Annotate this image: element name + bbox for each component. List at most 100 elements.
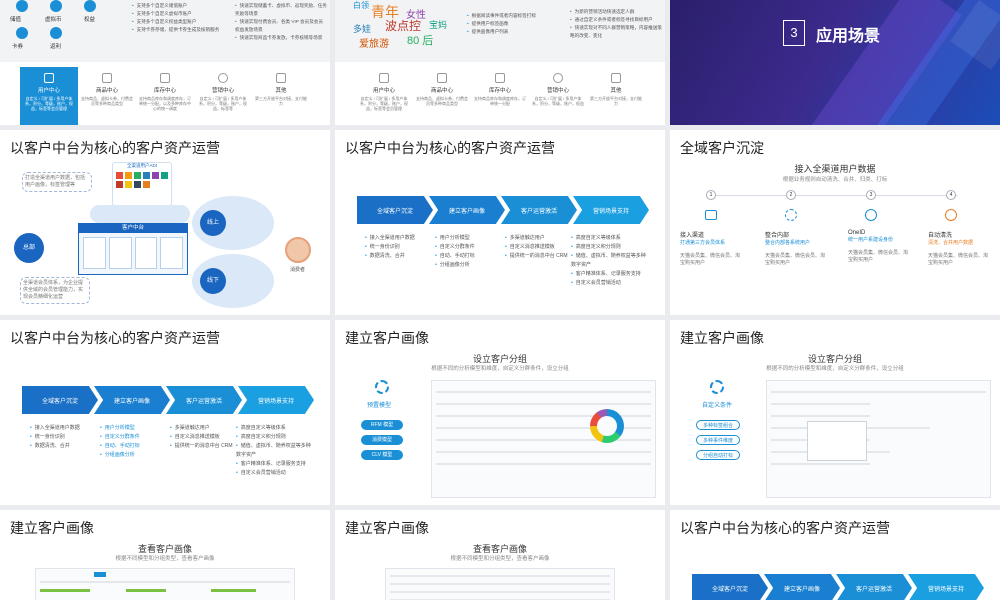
slide-title: 建立客户画像 bbox=[680, 330, 764, 346]
tab-marketing-center[interactable]: 营销中心 自定义 / 可扩展 / 多用户体系，积分，等级，账户，权益，标签等 bbox=[194, 67, 252, 125]
card: 自动清洗 清洗、合并用户数据 天猫会员集、微信会员、淘宝购买用户 bbox=[928, 233, 989, 266]
step-bullets: 用户分析模型自定义分群条件自动、手动打标分组画像分析 bbox=[100, 424, 168, 460]
model-pill[interactable]: 消费模型 bbox=[361, 435, 403, 445]
slide-2[interactable]: 白领 青年 女性 多娃 波点控 宝妈 爱旅游 80 后 根据阅读事件或者内容标签… bbox=[335, 0, 665, 125]
tab-other[interactable]: 其他 第三方开放平台对接，支付能力 bbox=[252, 67, 310, 125]
slide-1[interactable]: 储值 虚拟币 权益 卡券 返利 支持多个自定义储值账户支持多个自定义虚拟币账户支… bbox=[0, 0, 330, 125]
note-top: 打造全渠道用户数据，包括用户画像，标签管理等 bbox=[22, 172, 92, 192]
step-bullets: 接入全渠道用户数据统一身份识别数据清洗、合并 bbox=[365, 234, 433, 261]
step-number: 4 bbox=[946, 190, 956, 200]
card: OneID 统一用户系建设身份 天猫会员集、微信会员、淘宝购买用户 bbox=[848, 230, 909, 263]
step-bullets: 高度自定义等级体系高度自定义积分规则储值、虚拟币、随养权益等多种数字资产客户精准… bbox=[571, 234, 649, 288]
step-chevrons: 全域客户沉淀 建立客户画像 客户运营激活 营销场景支持 bbox=[357, 196, 649, 224]
user-icon bbox=[379, 73, 389, 83]
tab-inventory-center[interactable]: 库存中心 支持商品库存和调度库存，订单统一分配 bbox=[471, 67, 529, 125]
card: 接入渠道 打通第三方会员体系 天猫会员集、微信会员、淘宝购买用户 bbox=[680, 233, 741, 266]
product-icon bbox=[437, 73, 447, 83]
section-head: 接入全渠道用户数据 bbox=[794, 164, 876, 174]
tab-marketing-center[interactable]: 营销中心 自定义 / 可扩展 / 多用户体系，积分，等级，账户，权益 bbox=[529, 67, 587, 125]
rebate-icon bbox=[50, 27, 62, 39]
step-chevron[interactable]: 全域客户沉淀 bbox=[692, 574, 768, 600]
step-bullets: 多渠道触达用户自定义消息推送模板提供统一的消息中台 CRM bbox=[170, 424, 240, 451]
cloud-bar bbox=[90, 205, 190, 223]
channel-icon bbox=[705, 210, 717, 220]
item-label: 权益 bbox=[84, 17, 96, 23]
slide-10[interactable]: 建立客户画像 查看客户画像 根据不同模型和分组类型，查看客户画像 bbox=[0, 510, 330, 600]
consumer-label: 消费者 bbox=[290, 267, 306, 273]
step-chevron[interactable]: 营销场景支持 bbox=[238, 386, 314, 414]
tab-product-center[interactable]: 商品中心 支持商品、虚拟卡券，付费会员等多种商品类型 bbox=[413, 67, 471, 125]
model-pill[interactable]: CLV 模型 bbox=[361, 450, 403, 460]
step-chevron[interactable]: 建立客户画像 bbox=[94, 386, 170, 414]
slide-8[interactable]: 建立客户画像 设立客户分组 根据不同的分析模型和维度，自定义分群条件，设立分组 … bbox=[335, 320, 665, 505]
tab-user-center[interactable]: 用户中心 自定义 / 可扩展 / 多用户体系，积分，等级，账户，权益，标签等会员… bbox=[20, 67, 78, 125]
marketing-icon bbox=[553, 73, 563, 83]
step-chevron[interactable]: 营销场景支持 bbox=[573, 196, 649, 224]
slide-3-section-cover[interactable]: 3 应用场景 bbox=[670, 0, 1000, 125]
side-label: 预置模型 bbox=[367, 403, 392, 409]
slide-5[interactable]: 以客户中台为核心的客户资产运营 全域客户沉淀 建立客户画像 客户运营激活 营销场… bbox=[335, 130, 665, 315]
scenario-list: 快速实现储蓄卡、虚拟币、返现奖励、任务奖励等场景快速实现付费会员、各类 VIP … bbox=[235, 2, 327, 42]
step-chevron[interactable]: 客户运营激活 bbox=[166, 386, 242, 414]
slide-9[interactable]: 建立客户画像 设立客户分组 根据不同的分析模型和维度，自定义分群条件，设立分组 … bbox=[670, 320, 1000, 505]
tab-desc: 自定义 / 可扩展 / 多用户体系，积分，等级，账户，权益，标签等会员管理 bbox=[25, 96, 73, 111]
tab-desc: 自定义 / 可扩展 / 多用户体系，积分，等级，账户，权益，标签等 bbox=[199, 96, 247, 111]
slide-11[interactable]: 建立客户画像 查看客户画像 根据不同模型和分组类型，查看客户画像 bbox=[335, 510, 665, 600]
step-chevron[interactable]: 客户运营激活 bbox=[501, 196, 577, 224]
tab-product-center[interactable]: 商品中心 支持商品、虚拟卡券，付费会员等多种商品类型 bbox=[78, 67, 136, 125]
tab-label: 营销中心 bbox=[546, 88, 569, 94]
step-bullets: 接入全渠道用户数据统一身份识别数据清洗、合并 bbox=[30, 424, 98, 451]
step-bullets: 用户分析模型自定义分群条件自动、手动打标分组画像分析 bbox=[435, 234, 503, 270]
condition-pill[interactable]: 多种标签组合 bbox=[696, 420, 740, 430]
step-chevron[interactable]: 建立客户画像 bbox=[429, 196, 505, 224]
model-pill[interactable]: RFM 模型 bbox=[361, 420, 403, 430]
rights-icon bbox=[84, 0, 96, 12]
step-chevron[interactable]: 客户运营激活 bbox=[836, 574, 912, 600]
step-chevrons: 全域客户沉淀 建立客户画像 客户运营激活 营销场景支持 bbox=[22, 386, 314, 414]
slide-7[interactable]: 以客户中台为核心的客户资产运营 全域客户沉淀 建立客户画像 客户运营激活 营销场… bbox=[0, 320, 330, 505]
channel-box: 全渠道用户ADI bbox=[112, 162, 172, 206]
step-chevron[interactable]: 全域客户沉淀 bbox=[22, 386, 98, 414]
tab-desc: 自定义 / 可扩展 / 多用户体系，积分，等级，账户，权益，标签等会员管理 bbox=[360, 96, 408, 111]
tab-desc: 支持商品库存和调度库存，订单统一分配 bbox=[474, 96, 526, 106]
clean-icon bbox=[945, 209, 957, 221]
tab-label: 用户中心 bbox=[372, 88, 395, 94]
tab-other[interactable]: 其他 第三方开放平台对接，支付能力 bbox=[587, 67, 645, 125]
stored-value-icon bbox=[16, 0, 28, 12]
coin-icon bbox=[50, 0, 62, 12]
customer-center: 客户中台 bbox=[78, 223, 188, 275]
step-chevron[interactable]: 营销场景支持 bbox=[908, 574, 984, 600]
tab-user-center[interactable]: 用户中心 自定义 / 可扩展 / 多用户体系，积分，等级，账户，权益，标签等会员… bbox=[355, 67, 413, 125]
tab-inventory-center[interactable]: 库存中心 支持商品库存和调度库存，订单统一分配，以及多种库存中心的统一调度 bbox=[136, 67, 194, 125]
slide-12[interactable]: 以客户中台为核心的客户资产运营 全域客户沉淀 建立客户画像 客户运营激活 营销场… bbox=[670, 510, 1000, 600]
tab-label: 用户中心 bbox=[37, 88, 60, 94]
user-icon bbox=[44, 73, 54, 83]
step-chevron[interactable]: 建立客户画像 bbox=[764, 574, 840, 600]
tab-label: 商品中心 bbox=[95, 88, 118, 94]
item-label: 卡券 bbox=[12, 44, 24, 50]
tab-desc: 支持商品、虚拟卡券，付费会员等多种商品类型 bbox=[416, 96, 468, 106]
section-head: 设立客户分组 bbox=[807, 354, 862, 364]
tab-desc: 第三方开放平台对接，支付能力 bbox=[590, 96, 642, 106]
gear-icon bbox=[710, 380, 724, 394]
consumer-avatar bbox=[285, 237, 311, 263]
dropdown-popup bbox=[807, 421, 867, 461]
feature-list: 根据阅读事件或者内容标签打标提供用户标签画像提供画像用户列表 bbox=[467, 12, 567, 36]
tab-label: 库存中心 bbox=[153, 88, 176, 94]
step-chevron[interactable]: 全域客户沉淀 bbox=[357, 196, 433, 224]
product-icon bbox=[102, 73, 112, 83]
slide-6[interactable]: 全域客户沉淀 接入全渠道用户数据 根据业务规则自动清洗、合并、归类、打标 1 2… bbox=[670, 130, 1000, 315]
slide-title: 建立客户画像 bbox=[345, 330, 429, 346]
id-icon bbox=[865, 209, 877, 221]
tab-desc: 支持商品、虚拟卡券，付费会员等多种商品类型 bbox=[81, 96, 133, 106]
tab-label: 其他 bbox=[275, 88, 287, 94]
condition-pill[interactable]: 多种事件维度 bbox=[696, 435, 740, 445]
slide-title: 以客户中台为核心的客户资产运营 bbox=[680, 520, 890, 536]
segment-table-screenshot bbox=[431, 380, 656, 498]
coupon-icon bbox=[16, 27, 28, 39]
scenario-list: 为新的营销活动快速选定人群通过自定义条件或者标签寻找目标用户快速实现对不同人群营… bbox=[570, 8, 662, 40]
slide-4[interactable]: 以客户中台为核心的客户资产运营 总部 打造全渠道用户数据，包括用户画像，标签管理… bbox=[0, 130, 330, 315]
condition-pill[interactable]: 分组自动打标 bbox=[696, 450, 740, 460]
tab-label: 营销中心 bbox=[211, 88, 234, 94]
offline-node: 线下 bbox=[200, 268, 226, 294]
